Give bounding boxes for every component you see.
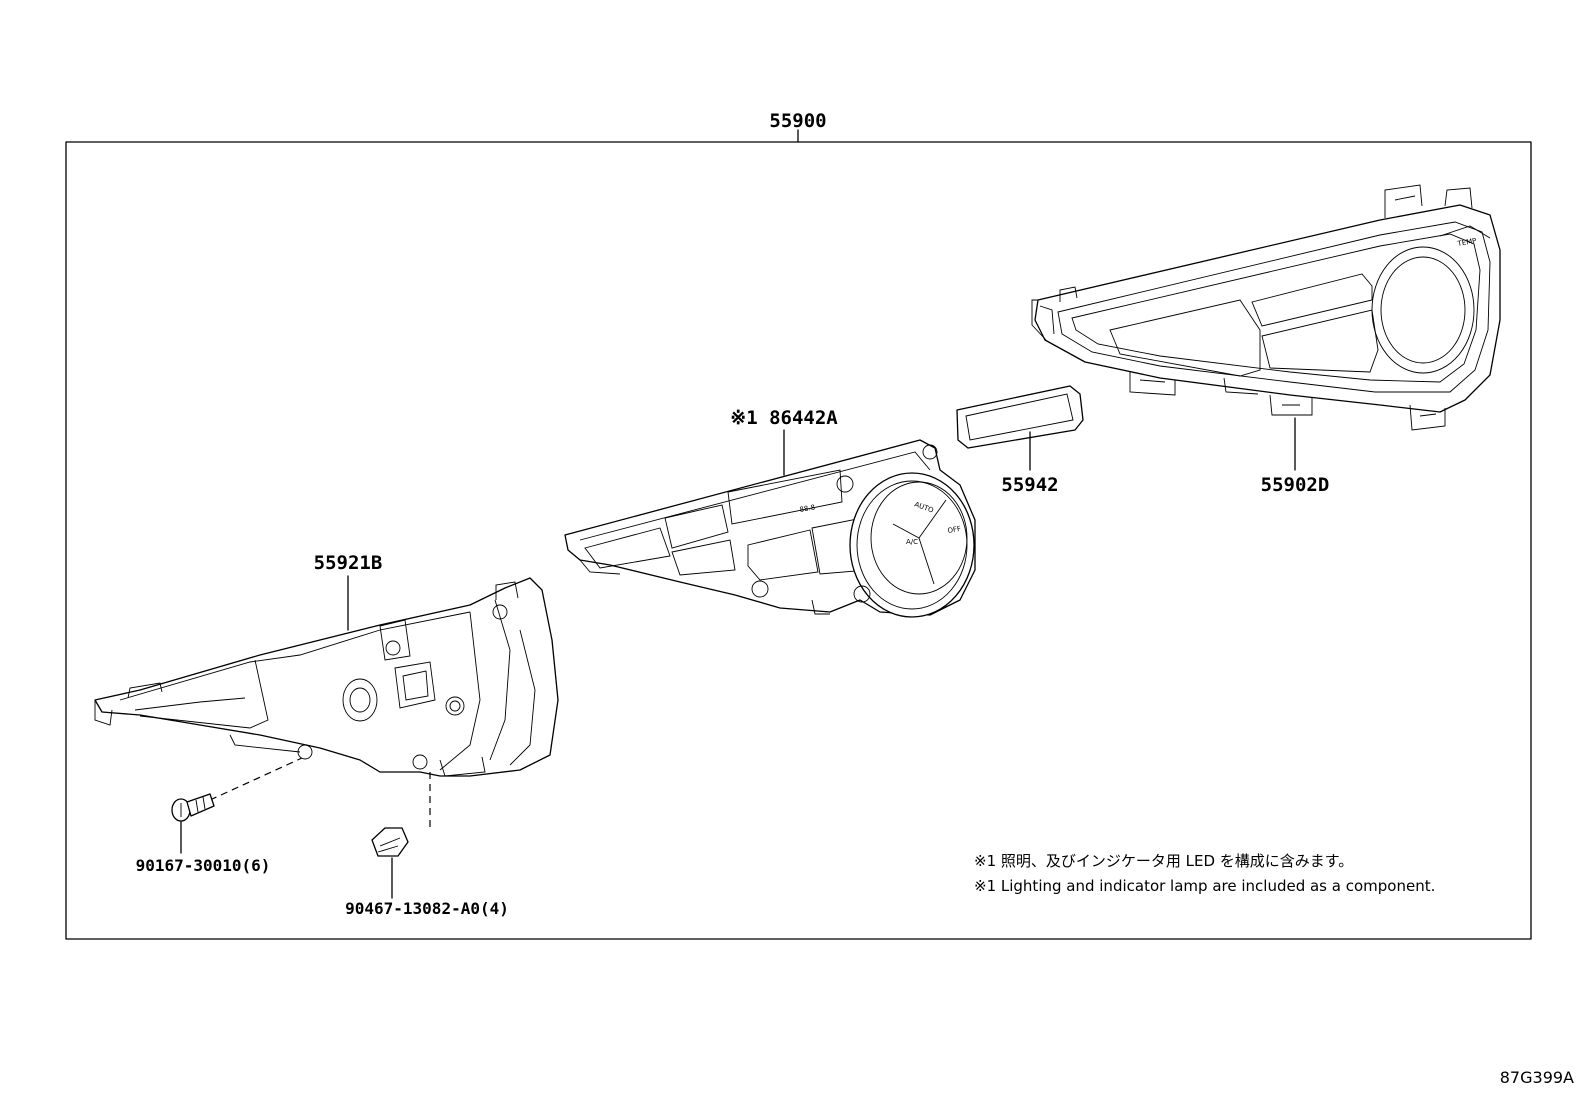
- panel-55902d-drawing: [1031, 184, 1501, 431]
- knob-off-label: OFF: [947, 525, 962, 535]
- clip-drawing: [371, 827, 409, 857]
- note-english: ※1 Lighting and indicator lamp are inclu…: [974, 877, 1435, 895]
- control-part-number[interactable]: ※1 86442A: [730, 407, 838, 429]
- screw-part-number[interactable]: 90167-30010(6): [136, 856, 271, 875]
- knob-ac-label: A/C: [906, 538, 918, 546]
- spacer-55942-drawing: [956, 385, 1084, 449]
- note-japanese: ※1 照明、及びインジケータ用 LED を構成に含みます。: [974, 852, 1353, 870]
- control-86442a-drawing: [564, 439, 976, 618]
- diagram-id: 87G399A: [1500, 1068, 1574, 1087]
- panel-part-number[interactable]: 55902D: [1261, 474, 1330, 496]
- spacer-part-number[interactable]: 55942: [1001, 474, 1058, 496]
- frame-part-number[interactable]: 55921B: [314, 552, 383, 574]
- screw-dashed-line: [209, 757, 303, 801]
- clip-part-number[interactable]: 90467-13082-A0(4): [345, 899, 509, 918]
- panel-temp-label: TEMP: [1456, 237, 1477, 248]
- frame-55921b-drawing: [94, 577, 559, 777]
- assembly-frame: [65, 129, 1532, 940]
- control-display-digits: 88.8: [799, 503, 816, 514]
- assembly-part-number[interactable]: 55900: [769, 110, 826, 132]
- screw-drawing: [171, 793, 215, 822]
